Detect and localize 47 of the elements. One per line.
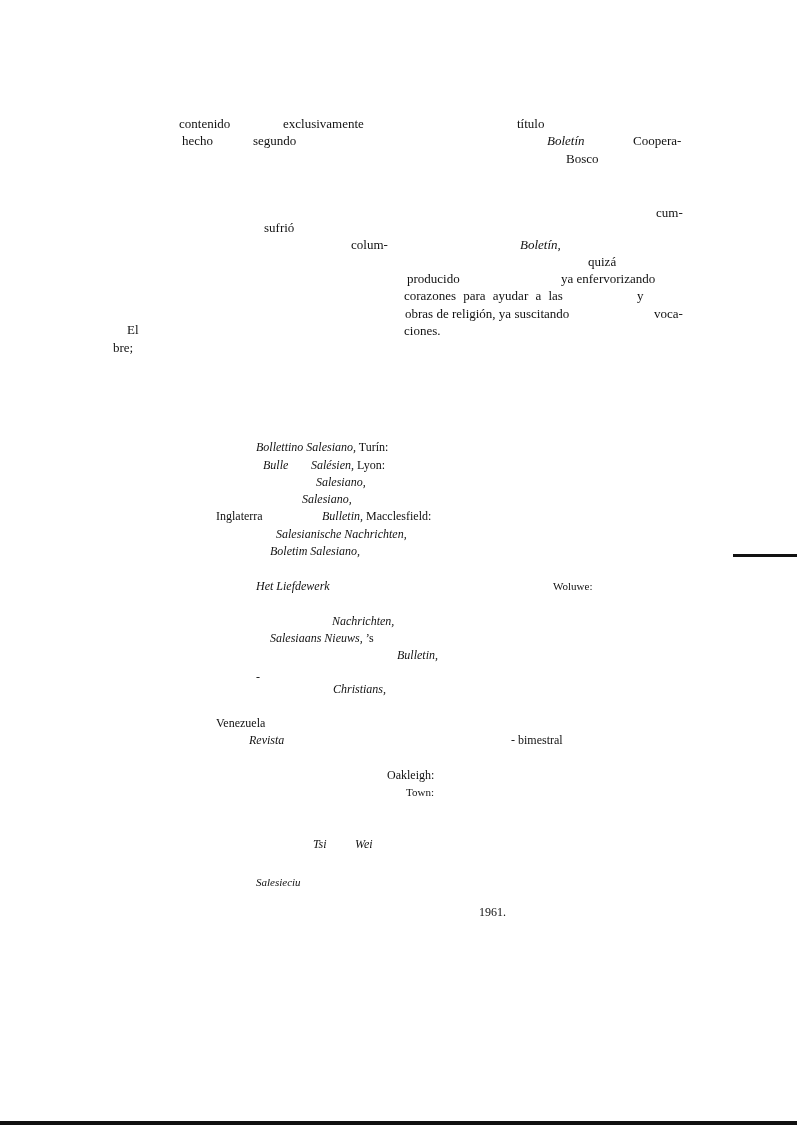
body-text: - bbox=[256, 671, 260, 684]
body-text: hecho bbox=[182, 133, 214, 147]
body-text: El bbox=[127, 322, 139, 336]
body-text: Town: bbox=[406, 786, 434, 798]
body-text: Bulletin, bbox=[397, 649, 438, 662]
body-text: cum- bbox=[656, 205, 683, 219]
body-text: voca- bbox=[654, 306, 683, 320]
body-text: obras de religión, ya suscitando bbox=[405, 306, 570, 320]
body-text: y bbox=[637, 288, 644, 302]
body-text: producido bbox=[407, 271, 460, 285]
body-text: Salesieciu bbox=[256, 876, 301, 888]
body-text: corazones para ayudar a las bbox=[404, 288, 563, 302]
body-text: contenido bbox=[179, 116, 231, 130]
body-text: título bbox=[517, 116, 545, 130]
body-text: Woluwe: bbox=[553, 580, 593, 592]
body-text: Salesianische Nachrichten, bbox=[276, 528, 407, 541]
body-text: Boletín, bbox=[520, 237, 561, 251]
body-text: segundo bbox=[253, 133, 297, 147]
body-text: Coopera- bbox=[633, 133, 682, 147]
body-text: Bulletin, Macclesfield: bbox=[322, 510, 432, 523]
body-text: ya enfervorizando bbox=[561, 271, 656, 285]
body-text: Revista bbox=[249, 734, 285, 747]
body-text: Bosco bbox=[566, 151, 599, 165]
body-text: bre; bbox=[113, 340, 134, 354]
body-text: Bulle bbox=[263, 459, 289, 472]
body-text: Inglaterra bbox=[216, 510, 263, 523]
body-text: sufrió bbox=[264, 220, 295, 234]
body-text: Oakleigh: bbox=[387, 769, 435, 782]
body-text: Christians, bbox=[333, 683, 386, 696]
body-text: Bollettino Salesiano, Turín: bbox=[256, 441, 389, 454]
body-text: quizá bbox=[588, 254, 617, 268]
body-text: Tsi bbox=[313, 838, 327, 851]
body-text: Boletín bbox=[547, 133, 585, 147]
body-text: Salesiaans Nieuws, ’s bbox=[270, 632, 374, 645]
body-text: exclusivamente bbox=[283, 116, 364, 130]
body-text: Nachrichten, bbox=[332, 615, 395, 628]
body-text: colum- bbox=[351, 237, 388, 251]
body-text: Salesiano, bbox=[316, 476, 366, 489]
body-text: - bimestral bbox=[511, 734, 563, 747]
body-text: Wei bbox=[355, 838, 373, 851]
body-text: Venezuela bbox=[216, 717, 266, 730]
body-text: Het Liefdewerk bbox=[256, 580, 330, 593]
body-text: Salesiano, bbox=[302, 493, 352, 506]
body-text: Boletim Salesiano, bbox=[270, 545, 360, 558]
body-text: 1961. bbox=[479, 906, 506, 919]
body-text: ciones. bbox=[404, 323, 441, 337]
body-text: Salésien, Lyon: bbox=[311, 459, 385, 472]
